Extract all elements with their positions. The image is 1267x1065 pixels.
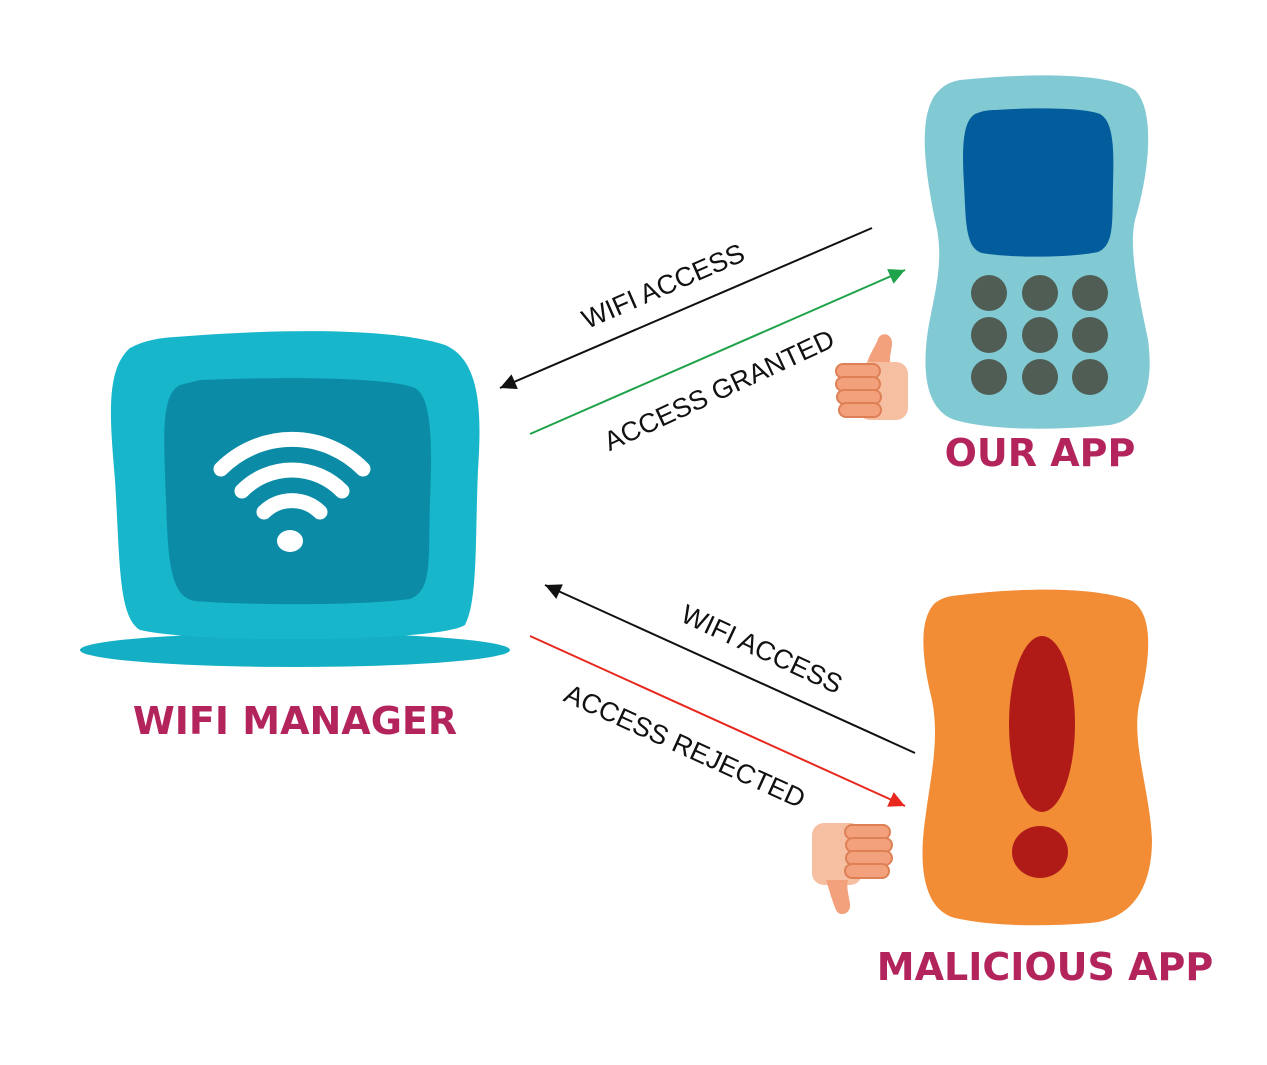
wifi-outer-arc	[213, 432, 371, 477]
wifi-inner-arc	[256, 493, 328, 520]
wifi-manager-label: WIFI MANAGER	[133, 699, 457, 743]
malicious-app-node: MALICIOUS APP	[877, 589, 1213, 989]
phone-icon	[924, 75, 1150, 429]
finger	[835, 376, 881, 392]
wifi-middle-arc	[234, 462, 350, 499]
keypad-button	[1072, 275, 1108, 311]
laptop-screen	[164, 378, 432, 605]
finger	[844, 824, 891, 840]
finger	[835, 363, 881, 379]
finger	[845, 850, 893, 866]
phone-keypad	[971, 275, 1108, 395]
malicious-app-icon	[922, 589, 1152, 926]
keypad-button	[1072, 359, 1108, 395]
malicious-request-arrow	[544, 584, 916, 754]
our-app-exchange: WIFI ACCESS ACCESS GRANTED	[499, 227, 908, 457]
exclamation-dot	[1012, 826, 1068, 878]
laptop-wifi-icon	[80, 331, 510, 667]
finger	[845, 837, 893, 853]
wifi-icon	[213, 432, 371, 552]
malicious-request-label: WIFI ACCESS	[677, 599, 847, 700]
finger	[836, 389, 882, 405]
phone-screen	[963, 108, 1114, 257]
thumb	[866, 334, 893, 368]
malicious-rejected-arrow	[529, 635, 906, 807]
keypad-button	[971, 317, 1007, 353]
thumb	[826, 880, 851, 915]
our-app-granted-label: ACCESS GRANTED	[599, 324, 839, 457]
our-app-node: OUR APP	[924, 75, 1150, 475]
thumbs-up-icon	[835, 334, 908, 420]
our-app-request-arrow	[499, 227, 873, 390]
our-app-label: OUR APP	[945, 431, 1136, 475]
wifi-manager-node: WIFI MANAGER	[80, 331, 510, 743]
keypad-button	[971, 275, 1007, 311]
thumbs-down-icon	[812, 823, 893, 915]
keypad-button	[971, 359, 1007, 395]
wifi-dot	[277, 530, 303, 552]
finger	[844, 863, 890, 879]
keypad-button	[1022, 359, 1058, 395]
malicious-app-label: MALICIOUS APP	[877, 945, 1213, 989]
keypad-button	[1072, 317, 1108, 353]
malicious-app-exchange: WIFI ACCESS ACCESS REJECTED	[529, 584, 916, 915]
keypad-button	[1022, 275, 1058, 311]
keypad-button	[1022, 317, 1058, 353]
our-app-request-label: WIFI ACCESS	[577, 238, 749, 335]
finger	[838, 402, 882, 418]
laptop-base	[80, 633, 510, 667]
exclamation-icon	[1009, 636, 1075, 878]
our-app-granted-arrow	[529, 269, 906, 435]
exclamation-bar	[1009, 636, 1075, 812]
